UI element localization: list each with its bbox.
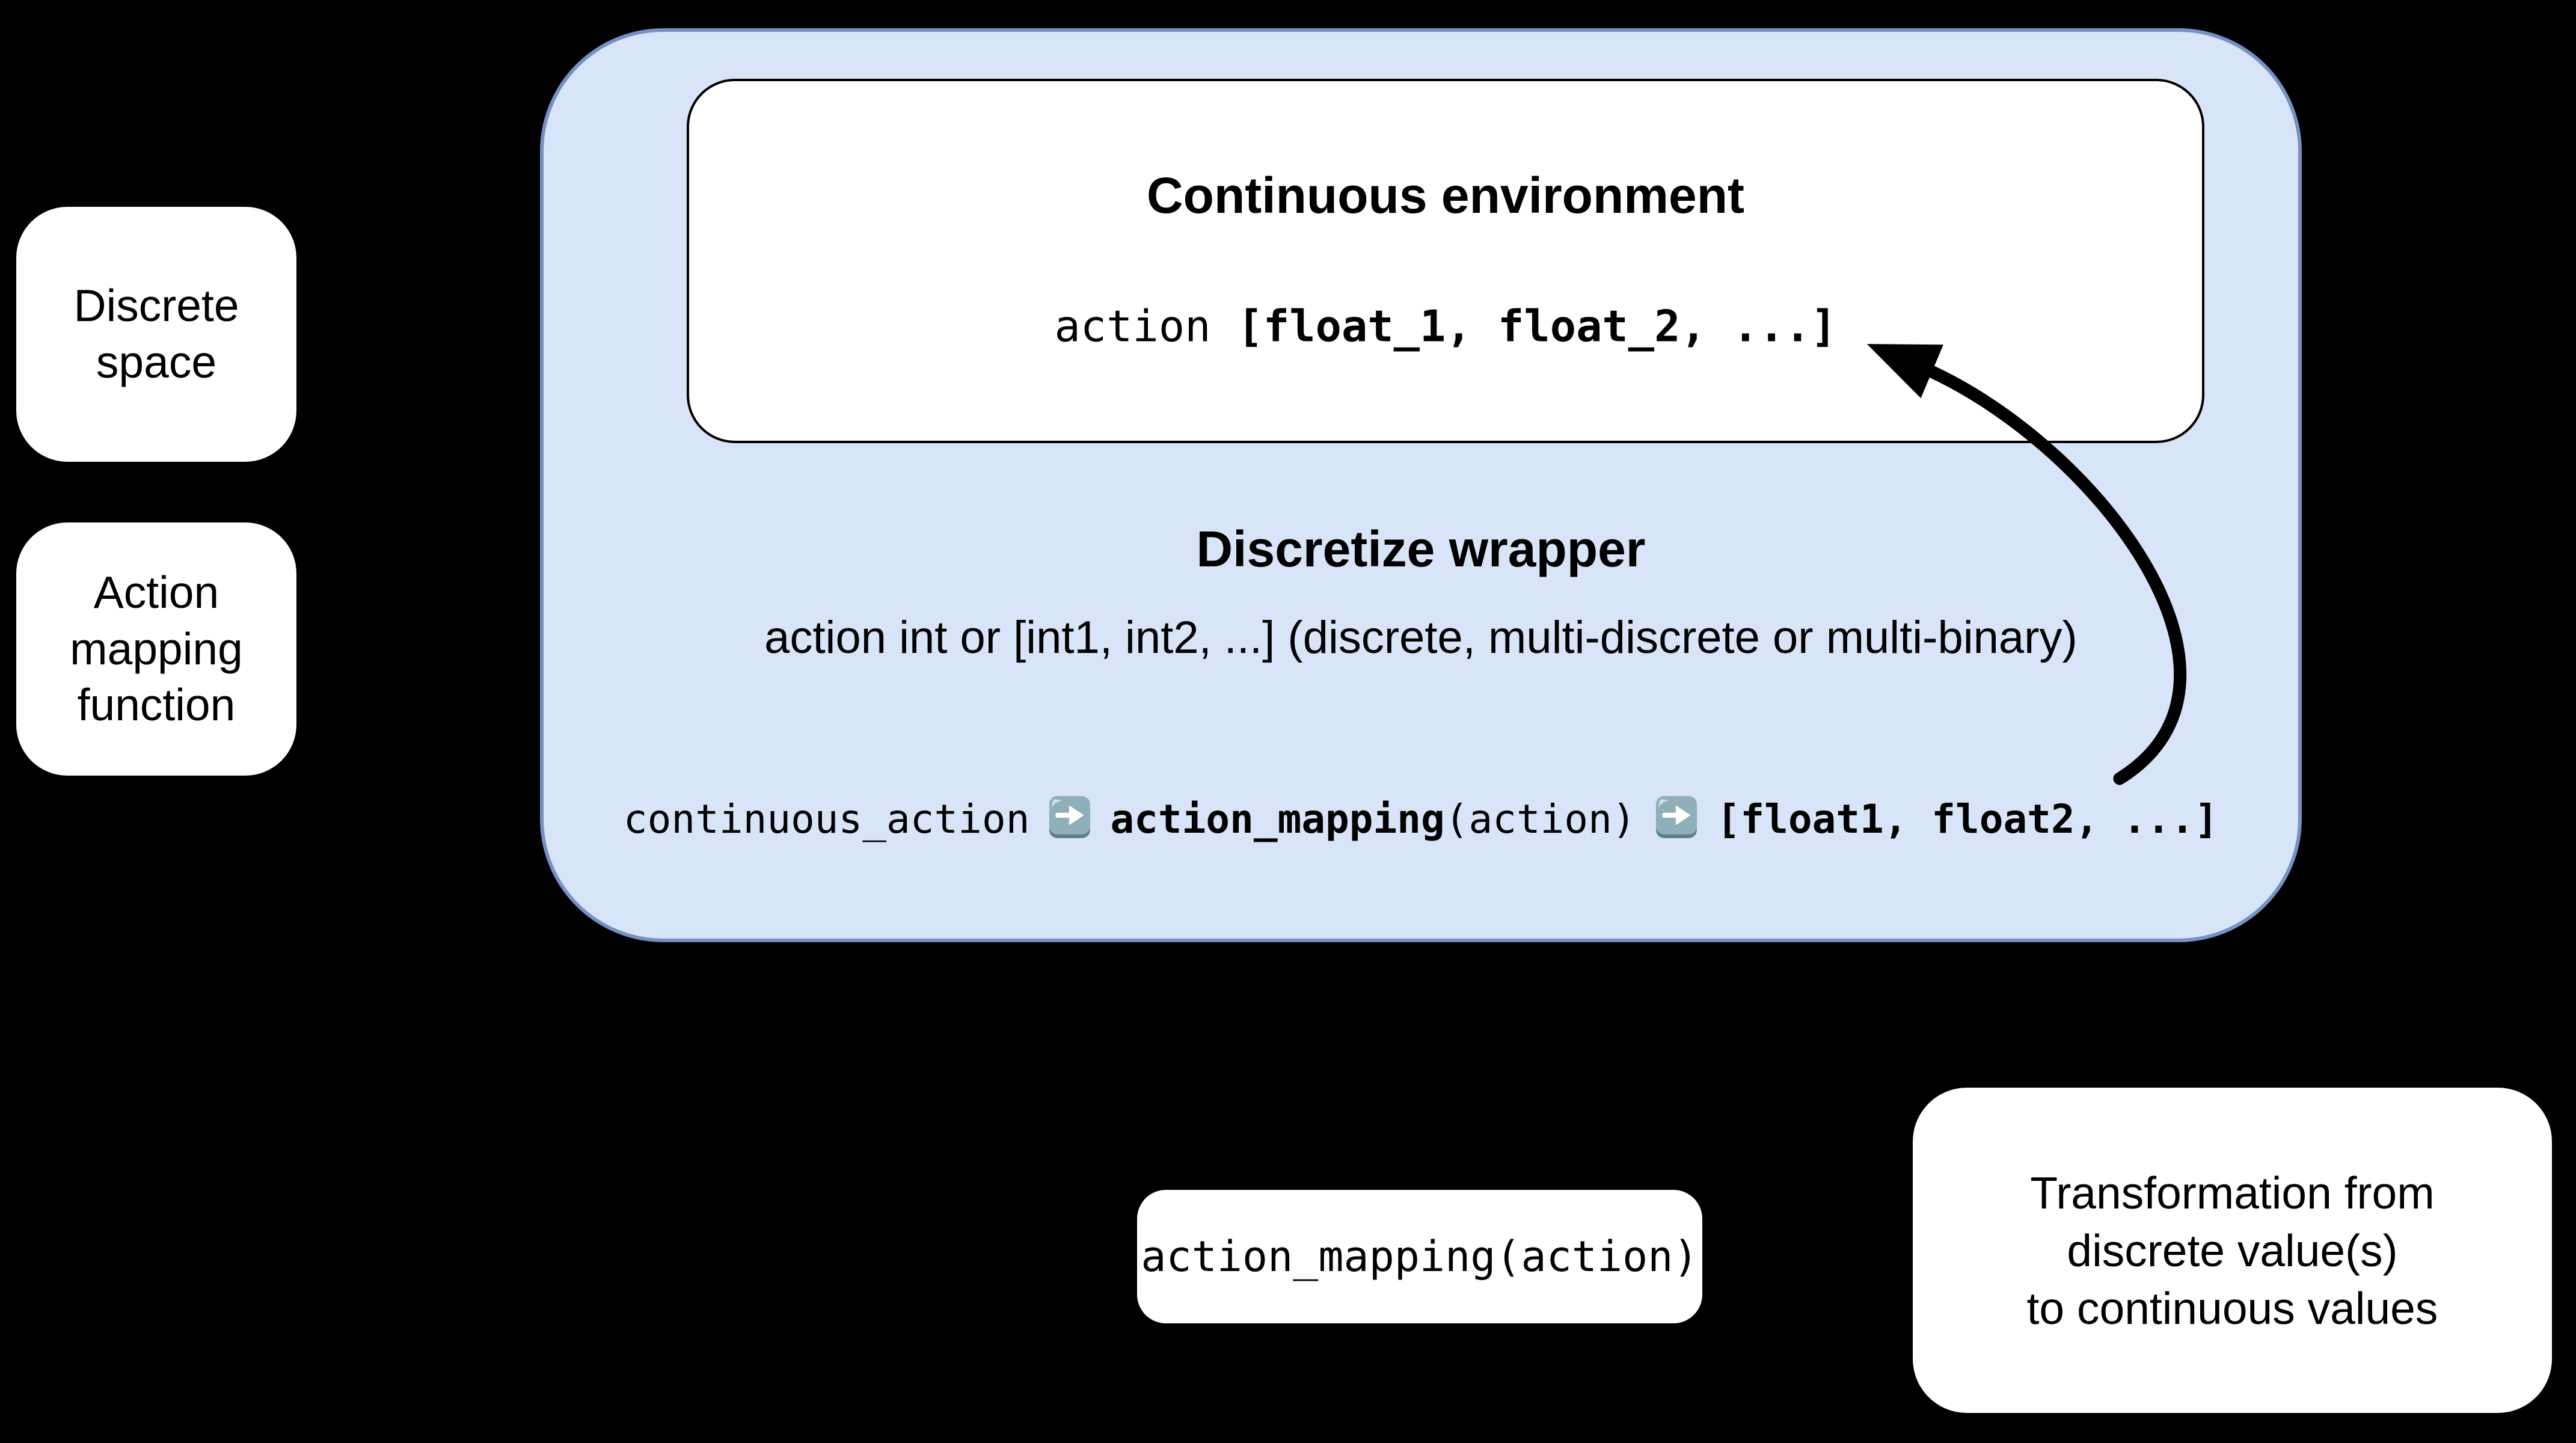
pipeline-fn-args: (action) (1444, 796, 1636, 842)
transformation-line-2: discrete value(s) (2067, 1225, 2398, 1276)
right-arrow-button-icon (1049, 796, 1091, 838)
transformation-description-box: Transformation from discrete value(s) to… (1913, 1088, 2552, 1413)
continuous-environment-box: Continuous environment action[float_1, f… (687, 79, 2204, 443)
action-mapping-pipeline: continuous_action action_mapping(action)… (544, 795, 2298, 844)
env-code-floats: [float_1, float_2, ...] (1237, 301, 1837, 352)
action-mapping-call-label: action_mapping(action) (1141, 1232, 1699, 1281)
discrete-space-label: Discrete space (73, 280, 239, 387)
pipeline-output: [float1, float2, ...] (1716, 796, 2219, 842)
discretize-wrapper-subtitle: action int or [int1, int2, ...] (discret… (764, 612, 2078, 663)
action-mapping-function-label: Action mapping function (70, 566, 243, 731)
env-code-prefix: action (1054, 301, 1211, 352)
transformation-line-1: Transformation from (2030, 1167, 2435, 1218)
continuous-environment-title: Continuous environment (1147, 167, 1744, 224)
discretize-wrapper-title: Discretize wrapper (1196, 521, 1646, 577)
pipeline-input: continuous_action (623, 796, 1030, 842)
action-mapping-call-box: action_mapping(action) (1137, 1190, 1702, 1323)
right-arrow-button-icon (1655, 796, 1697, 838)
action-mapping-function-box: Action mapping function (16, 522, 296, 776)
environment-action-code: action[float_1, float_2, ...] (689, 305, 2202, 349)
discretize-wrapper-panel: Continuous environment action[float_1, f… (540, 28, 2302, 942)
pipeline-fn-name: action_mapping (1110, 796, 1445, 842)
discrete-space-box: Discrete space (16, 207, 296, 462)
transformation-line-3: to continuous values (2026, 1282, 2438, 1334)
